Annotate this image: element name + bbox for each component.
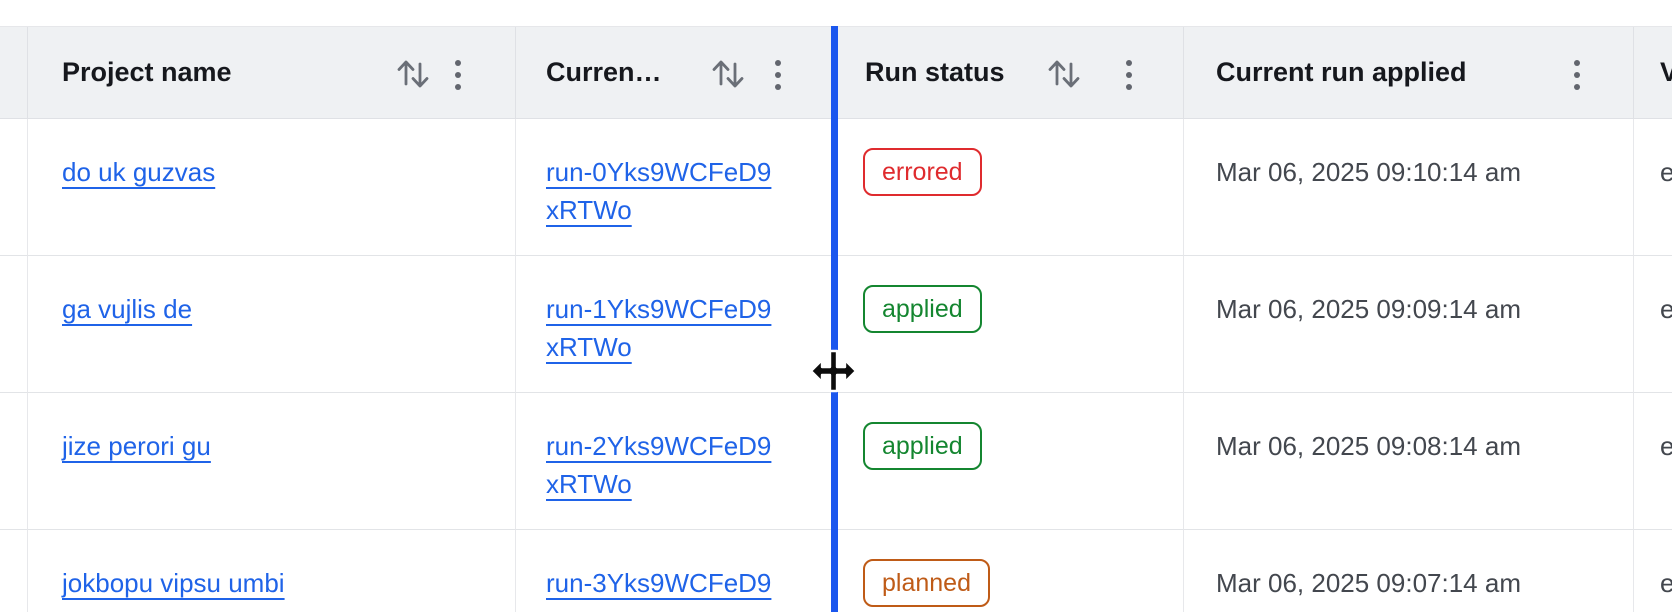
table-row: ga vujlis de run-1Yks9WCFeD9xRTWo applie… [0, 256, 1672, 393]
column-menu-button-run-status[interactable] [1122, 55, 1136, 95]
column-title-current-run-applied: Current run applied [1216, 57, 1467, 87]
run-status-badge: applied [863, 285, 982, 333]
run-status-cell: planned [835, 530, 1184, 612]
column-title-next-partial: V [1660, 57, 1672, 87]
current-run-cell: run-2Yks9WCFeD9xRTWo [516, 393, 835, 530]
run-link[interactable]: run-1Yks9WCFeD9xRTWo [546, 294, 772, 362]
run-status-badge: applied [863, 422, 982, 470]
header-cell-project-name: Project name [28, 27, 516, 119]
workspaces-table: Project name Curren… [0, 26, 1672, 612]
partial-cell-text: e [1660, 431, 1672, 461]
kebab-icon [775, 60, 781, 66]
partial-cell-text: e [1660, 294, 1672, 324]
current-run-cell: run-0Yks9WCFeD9xRTWo [516, 119, 835, 256]
run-applied-date: Mar 06, 2025 09:07:14 am [1216, 568, 1521, 598]
project-name-link[interactable]: do uk guzvas [62, 157, 216, 187]
run-status-cell: errored [835, 119, 1184, 256]
run-status-badge: planned [863, 559, 990, 607]
column-menu-button-current-run-applied[interactable] [1570, 55, 1584, 95]
column-resize-line[interactable] [831, 26, 838, 612]
project-name-cell: jokbopu vipsu umbi [28, 530, 516, 612]
project-name-cell: do uk guzvas [28, 119, 516, 256]
header-cell-run-status: Run status [835, 27, 1184, 119]
run-link[interactable]: run-3Yks9WCFeD9xRTWo [546, 568, 772, 612]
project-name-cell: ga vujlis de [28, 256, 516, 393]
run-applied-cell: Mar 06, 2025 09:08:14 am [1184, 393, 1634, 530]
column-title-current-run: Curren… [546, 57, 662, 87]
header-cell-stub [0, 27, 28, 119]
partial-cell: e [1634, 256, 1672, 393]
sort-button-current-run[interactable] [710, 57, 746, 91]
run-applied-date: Mar 06, 2025 09:09:14 am [1216, 294, 1521, 324]
run-link[interactable]: run-2Yks9WCFeD9xRTWo [546, 431, 772, 499]
table-row: jokbopu vipsu umbi run-3Yks9WCFeD9xRTWo … [0, 530, 1672, 612]
run-applied-date: Mar 06, 2025 09:10:14 am [1216, 157, 1521, 187]
run-status-cell: applied [835, 393, 1184, 530]
sort-button-project-name[interactable] [395, 57, 431, 91]
partial-cell: e [1634, 393, 1672, 530]
kebab-icon [455, 60, 461, 66]
table-row: do uk guzvas run-0Yks9WCFeD9xRTWo errore… [0, 119, 1672, 256]
column-menu-button-project-name[interactable] [451, 55, 465, 95]
sort-arrows-icon [1048, 60, 1080, 88]
partial-cell: e [1634, 530, 1672, 612]
partial-cell-text: e [1660, 568, 1672, 598]
sort-arrows-icon [712, 60, 744, 88]
header-cell-current-run: Curren… [516, 27, 835, 119]
run-applied-cell: Mar 06, 2025 09:09:14 am [1184, 256, 1634, 393]
project-name-link[interactable]: jokbopu vipsu umbi [62, 568, 285, 598]
run-link[interactable]: run-0Yks9WCFeD9xRTWo [546, 157, 772, 225]
kebab-icon [1126, 60, 1132, 66]
current-run-cell: run-3Yks9WCFeD9xRTWo [516, 530, 835, 612]
project-name-link[interactable]: jize perori gu [62, 431, 211, 461]
current-run-cell: run-1Yks9WCFeD9xRTWo [516, 256, 835, 393]
column-menu-button-current-run[interactable] [771, 55, 785, 95]
partial-cell-text: e [1660, 157, 1672, 187]
stub-cell [0, 119, 28, 256]
stub-cell [0, 530, 28, 612]
col-resize-cursor-icon [809, 349, 857, 393]
table-row: jize perori gu run-2Yks9WCFeD9xRTWo appl… [0, 393, 1672, 530]
partial-cell: e [1634, 119, 1672, 256]
project-name-cell: jize perori gu [28, 393, 516, 530]
run-applied-cell: Mar 06, 2025 09:07:14 am [1184, 530, 1634, 612]
run-status-cell: applied [835, 256, 1184, 393]
stub-cell [0, 393, 28, 530]
column-title-project-name: Project name [62, 57, 232, 87]
run-applied-cell: Mar 06, 2025 09:10:14 am [1184, 119, 1634, 256]
run-status-badge: errored [863, 148, 982, 196]
project-name-link[interactable]: ga vujlis de [62, 294, 193, 324]
header-cell-current-run-applied: Current run applied [1184, 27, 1634, 119]
column-title-run-status: Run status [865, 57, 1005, 87]
sort-arrows-icon [397, 60, 429, 88]
kebab-icon [1574, 60, 1580, 66]
sort-button-run-status[interactable] [1046, 57, 1082, 91]
stub-cell [0, 256, 28, 393]
table-header-row: Project name Curren… [0, 27, 1672, 119]
run-applied-date: Mar 06, 2025 09:08:14 am [1216, 431, 1521, 461]
header-cell-next-partial: V [1634, 27, 1672, 119]
